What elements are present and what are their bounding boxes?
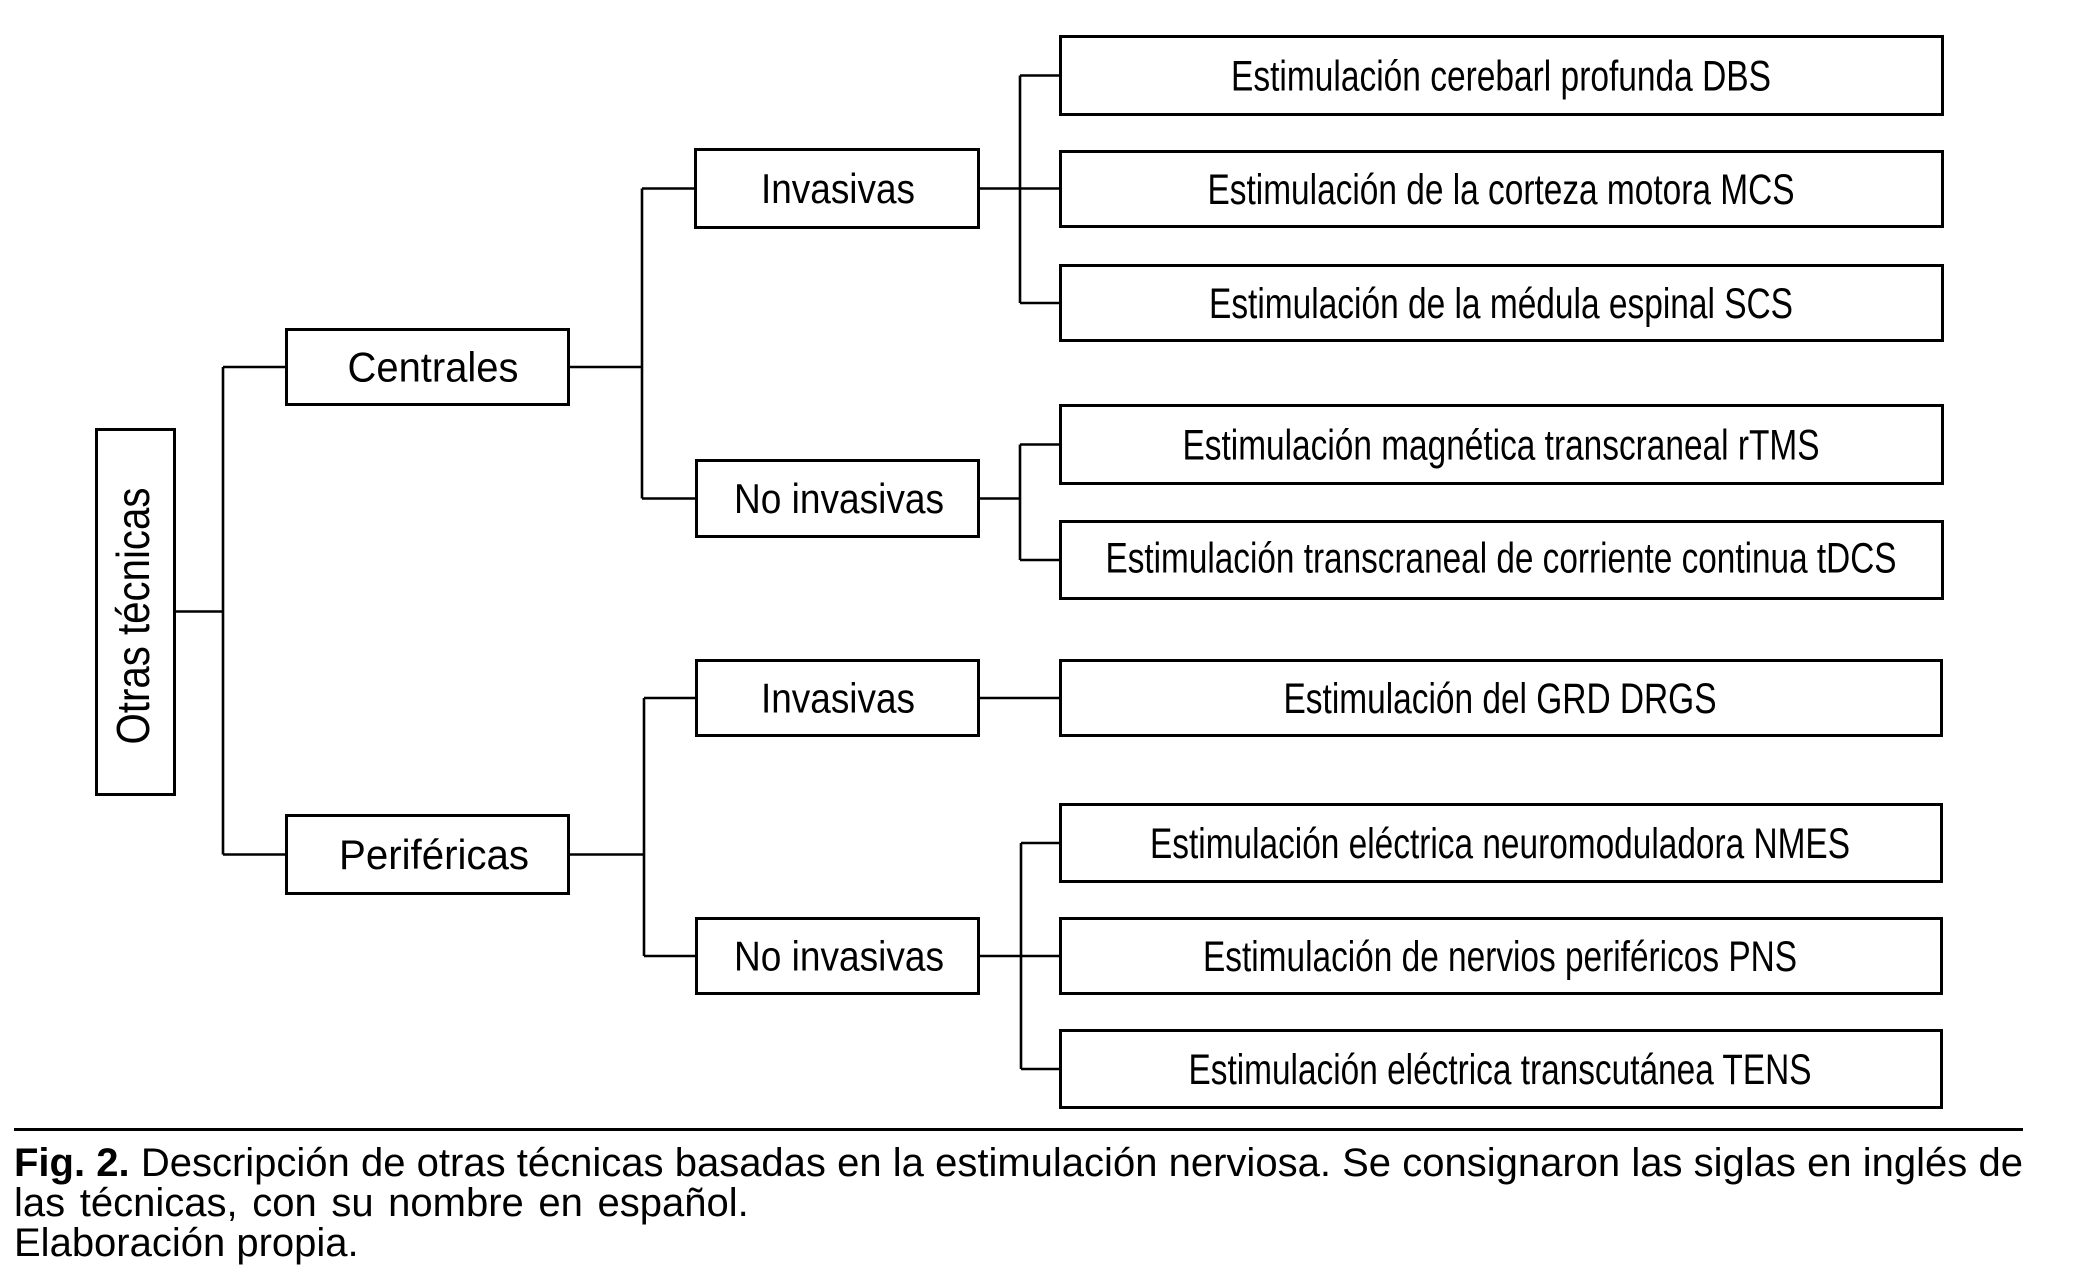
svg-text:No invasivas: No invasivas (734, 475, 944, 522)
svg-text:Estimulación magnética transcr: Estimulación magnética transcraneal rTMS (1183, 422, 1820, 470)
svg-text:Otras técnicas: Otras técnicas (107, 488, 159, 745)
svg-text:Estimulación de la médula espi: Estimulación de la médula espinal SCS (1209, 280, 1793, 328)
svg-text:Periféricas: Periféricas (339, 831, 529, 878)
svg-text:Invasivas: Invasivas (761, 165, 915, 212)
svg-text:Estimulación transcraneal de c: Estimulación transcraneal de corriente c… (1106, 535, 1897, 583)
svg-text:No invasivas: No invasivas (734, 933, 944, 980)
svg-text:Estimulación del GRD DRGS: Estimulación del GRD DRGS (1284, 675, 1717, 723)
svg-text:Estimulación cerebarl profunda: Estimulación cerebarl profunda DBS (1231, 53, 1771, 101)
svg-text:Estimulación de nervios perifé: Estimulación de nervios periféricos PNS (1203, 933, 1797, 981)
svg-text:Invasivas: Invasivas (761, 675, 915, 722)
svg-text:Estimulación eléctrica neuromo: Estimulación eléctrica neuromoduladora N… (1150, 820, 1850, 868)
svg-text:Estimulación de la corteza mot: Estimulación de la corteza motora MCS (1208, 166, 1795, 214)
svg-text:Centrales: Centrales (348, 344, 519, 391)
svg-text:Estimulación eléctrica transcu: Estimulación eléctrica transcutánea TENS (1189, 1046, 1812, 1094)
